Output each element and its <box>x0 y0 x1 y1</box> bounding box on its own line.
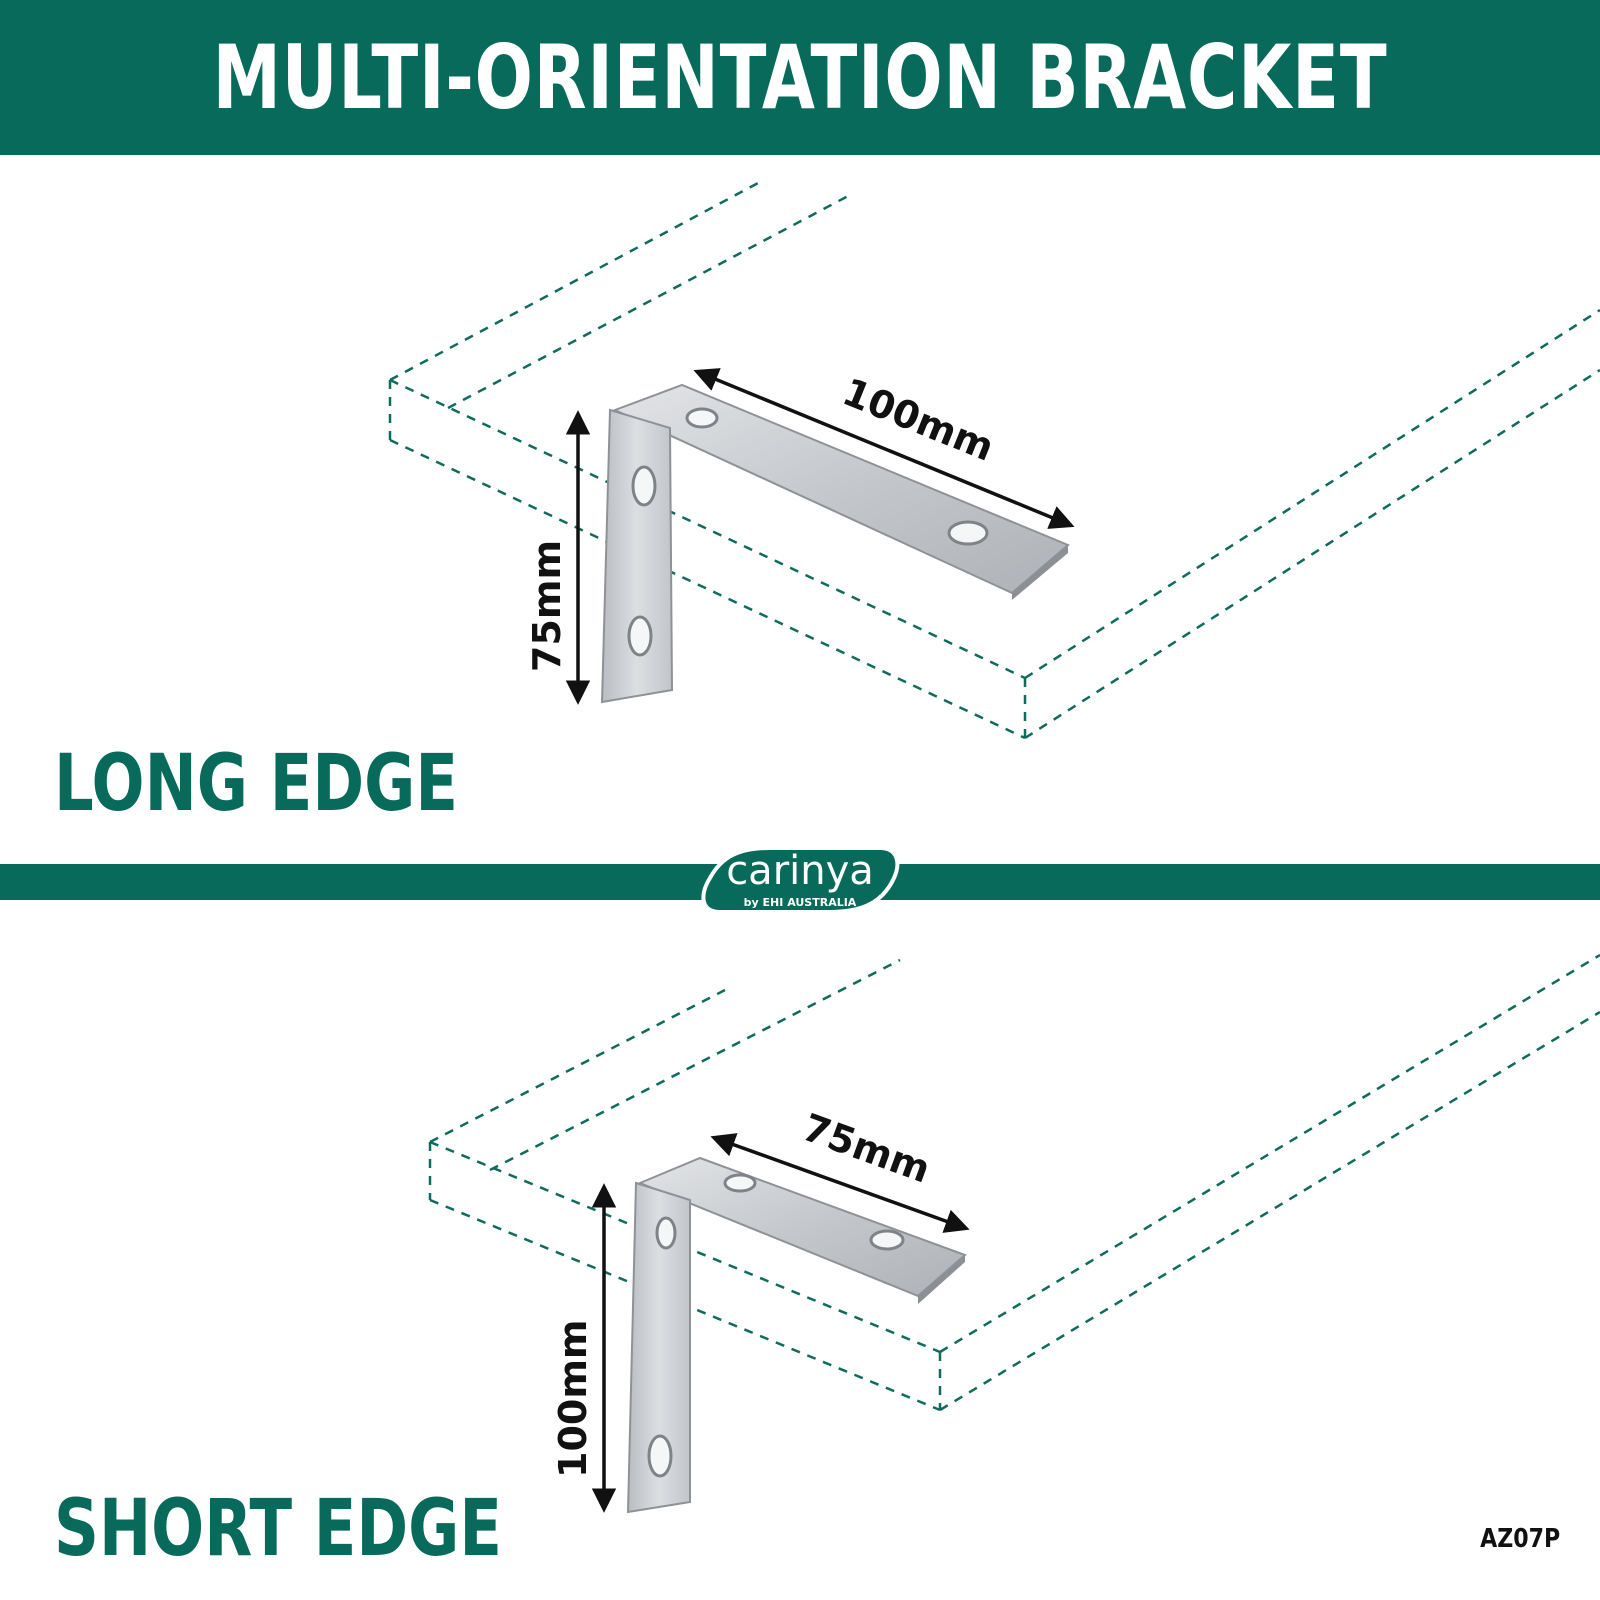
long-edge-shelf-outline <box>388 180 1600 740</box>
short-edge-horizontal-dimension: 75mm <box>797 1105 936 1192</box>
logo-wordmark: carinya <box>726 848 874 894</box>
short-edge-horizontal-arrow <box>710 1133 970 1233</box>
short-edge-label: SHORT EDGE <box>54 1484 503 1574</box>
long-edge-horizontal-dimension: 100mm <box>837 370 1000 470</box>
brand-logo: carinya by EHI AUSTRALIA <box>700 842 900 918</box>
long-edge-horizontal-arrow <box>693 368 1075 529</box>
short-edge-vertical-dimension: 100mm <box>551 1319 595 1478</box>
logo-badge-shape <box>701 846 900 914</box>
logo-tagline: by EHI AUSTRALIA <box>743 896 857 909</box>
product-code: AZ07P <box>1479 1524 1560 1554</box>
long-edge-label: LONG EDGE <box>54 739 459 829</box>
long-edge-vertical-dimension: 75mm <box>525 540 569 672</box>
page-title: MULTI-ORIENTATION BRACKET <box>212 26 1388 129</box>
header-banner: MULTI-ORIENTATION BRACKET <box>0 0 1600 155</box>
